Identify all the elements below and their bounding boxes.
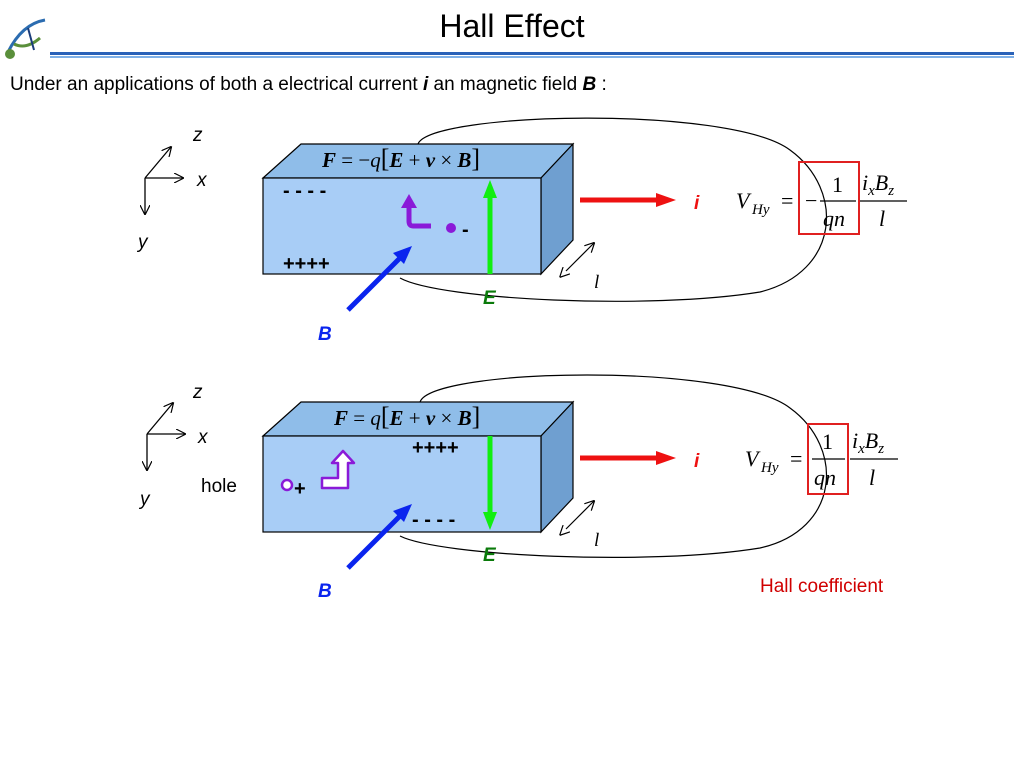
electron-diagram: z x y F = −q[E + v × B] - - - - ++++ - E… <box>136 117 907 345</box>
hall-voltage-formula: V Hy = 1 qn ixBz l <box>745 423 898 495</box>
b-field-arrow-head <box>393 246 412 264</box>
b-field-arrow <box>346 256 402 312</box>
e-field-arrow-head <box>483 512 497 530</box>
intro-text-part3: : <box>596 74 607 95</box>
intro-text-part2: an magnetic field <box>428 74 583 95</box>
formula-ixbz: ixBz <box>862 170 894 199</box>
x-axis-label: x <box>196 170 208 191</box>
current-label: i <box>694 193 700 214</box>
formula-equals: = <box>781 188 793 213</box>
axes-2: z x y <box>138 382 209 510</box>
formula-v: V <box>736 188 752 213</box>
formula-ixbz: ixBz <box>852 428 884 457</box>
force-equation: F = q[E + v × B] <box>333 402 480 431</box>
b-field-label: B <box>318 324 332 345</box>
electron-dot <box>446 223 456 233</box>
force-equation: F = −q[E + v × B] <box>321 144 480 173</box>
z-axis-label: z <box>192 382 203 403</box>
current-arrow-head <box>656 451 676 465</box>
intro-text-part1: Under an applications of both a electric… <box>10 74 423 95</box>
formula-v-subscript: Hy <box>760 460 779 476</box>
bottom-charges: ++++ <box>283 253 330 275</box>
top-charges: ++++ <box>412 437 459 459</box>
y-axis-label: y <box>138 489 151 510</box>
current-arrow-head <box>656 193 676 207</box>
e-field-label: E <box>483 288 497 309</box>
formula-minus: − <box>805 188 817 213</box>
title-underline <box>50 52 1014 55</box>
formula-l: l <box>869 465 875 490</box>
circuit-wire <box>399 374 828 558</box>
e-field-label: E <box>483 545 497 566</box>
y-axis-label: y <box>136 232 149 253</box>
title-underline-light <box>50 56 1014 58</box>
hall-coefficient-box <box>798 161 860 235</box>
formula-v: V <box>745 446 761 471</box>
formula-denominator: qn <box>823 206 845 231</box>
formula-equals: = <box>790 446 802 471</box>
length-label: l <box>594 530 599 551</box>
deflection-arrow-head <box>401 194 417 208</box>
logo <box>5 18 46 59</box>
length-label: l <box>594 272 599 293</box>
bottom-charges: - - - - <box>412 509 455 531</box>
z-axis <box>146 403 173 435</box>
electron-sign: - <box>462 219 469 241</box>
hole-deflection-arrow <box>320 449 356 490</box>
z-axis <box>144 147 171 179</box>
circuit-wire <box>399 117 828 302</box>
b-field-arrow-head <box>393 504 412 522</box>
deflection-arrow-shaft <box>406 206 431 229</box>
current-label: i <box>694 451 700 472</box>
z-axis-label: z <box>192 125 203 146</box>
formula-numerator: 1 <box>822 429 833 454</box>
intro-current-var: i <box>422 74 429 95</box>
intro-text: Under an applications of both a electric… <box>10 74 607 96</box>
hall-coefficient-label: Hall coefficient <box>760 576 884 597</box>
e-field-arrow-head <box>483 180 497 198</box>
intro-field-var: B <box>582 74 597 95</box>
hole-sign: + <box>294 478 306 500</box>
formula-numerator: 1 <box>832 172 843 197</box>
formula-l: l <box>879 206 885 231</box>
hall-coefficient-box <box>807 423 849 495</box>
hole-label: hole <box>201 476 237 497</box>
page-title: Hall Effect <box>439 8 585 44</box>
length-dimension <box>566 243 594 271</box>
x-axis-label: x <box>197 427 209 448</box>
hall-voltage-formula: V Hy = − 1 qn ixBz l <box>736 161 907 235</box>
length-dimension <box>566 501 594 529</box>
axes-1: z x y <box>136 125 208 253</box>
formula-v-subscript: Hy <box>751 202 770 218</box>
hole-diagram: z x y F = q[E + v × B] ++++ - - - - hole… <box>138 374 898 602</box>
hole-circle <box>280 478 294 492</box>
b-field-arrow <box>346 514 402 570</box>
formula-denominator: qn <box>814 465 836 490</box>
b-field-label: B <box>318 581 332 602</box>
top-charges: - - - - <box>283 180 326 202</box>
